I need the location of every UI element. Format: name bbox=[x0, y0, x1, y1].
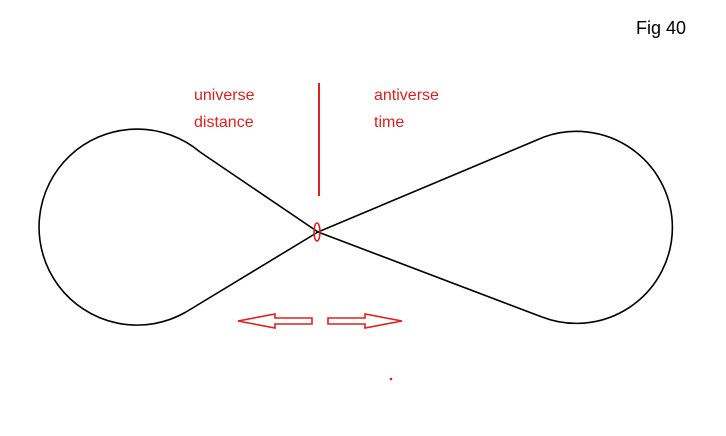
right-label-line-2: time bbox=[374, 114, 405, 131]
right-arrow-icon bbox=[327, 313, 403, 329]
left-label: universe distance bbox=[194, 82, 254, 136]
right-loop bbox=[541, 130, 674, 325]
figure-label: Fig 40 bbox=[636, 18, 687, 38]
left-arrow-icon bbox=[237, 313, 313, 329]
right-label: antiverse time bbox=[374, 82, 439, 136]
right-label-line-1: antiverse bbox=[374, 87, 439, 104]
left-loop bbox=[38, 128, 201, 326]
lower-left-strand bbox=[185, 231, 319, 313]
red-dot bbox=[389, 377, 393, 381]
upper-left-strand bbox=[199, 151, 319, 233]
left-label-line-1: universe bbox=[194, 87, 255, 104]
lower-right-strand bbox=[317, 231, 543, 318]
upper-right-strand bbox=[317, 136, 545, 233]
crossing-marker bbox=[313, 222, 321, 242]
left-label-line-2: distance bbox=[194, 114, 254, 131]
